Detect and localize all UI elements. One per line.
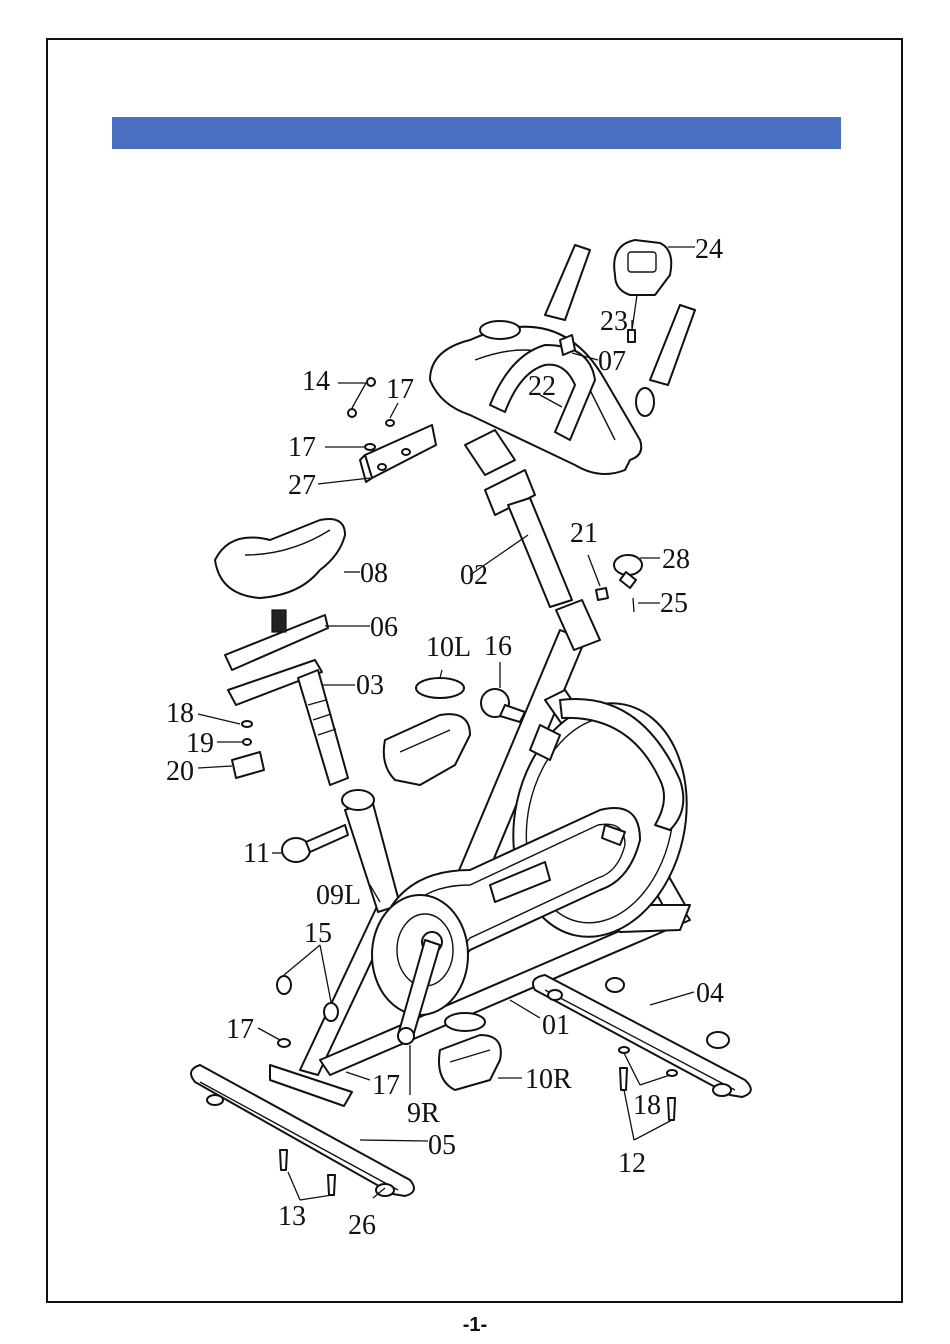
label-17-mid: 17 — [288, 432, 316, 463]
label-13: 13 — [278, 1201, 306, 1232]
handlebar-post — [485, 470, 572, 607]
label-17-top: 17 — [386, 374, 414, 405]
seat — [215, 519, 345, 598]
label-10R: 10R — [525, 1064, 572, 1095]
label-01: 01 — [542, 1010, 570, 1041]
label-23: 23 — [600, 306, 628, 337]
label-11: 11 — [243, 838, 270, 869]
label-15: 15 — [304, 918, 332, 949]
label-9R: 9R — [407, 1098, 440, 1129]
label-10L: 10L — [426, 632, 471, 663]
page-number: -1- — [0, 1314, 950, 1337]
label-16: 16 — [484, 631, 512, 662]
label-27: 27 — [288, 470, 316, 501]
label-03: 03 — [356, 670, 384, 701]
label-17-bottom: 17 — [372, 1070, 400, 1101]
label-18-right: 18 — [633, 1090, 661, 1121]
label-20: 20 — [166, 756, 194, 787]
label-19: 19 — [186, 728, 214, 759]
label-25: 25 — [660, 588, 688, 619]
label-07: 07 — [598, 346, 626, 377]
label-08: 08 — [360, 558, 388, 589]
label-06: 06 — [370, 612, 398, 643]
label-22: 22 — [528, 371, 556, 402]
label-05: 05 — [428, 1130, 456, 1161]
label-12: 12 — [618, 1148, 646, 1179]
label-28: 28 — [662, 544, 690, 575]
label-18-left: 18 — [166, 698, 194, 729]
label-02: 02 — [460, 560, 488, 591]
pedal-right — [439, 1013, 501, 1090]
label-14: 14 — [302, 366, 330, 397]
label-21: 21 — [570, 518, 598, 549]
label-26: 26 — [348, 1210, 376, 1241]
label-09L: 09L — [316, 880, 361, 911]
label-17-left: 17 — [226, 1014, 254, 1045]
label-24: 24 — [695, 234, 723, 265]
label-04: 04 — [696, 978, 724, 1009]
pedal-left — [384, 678, 470, 785]
